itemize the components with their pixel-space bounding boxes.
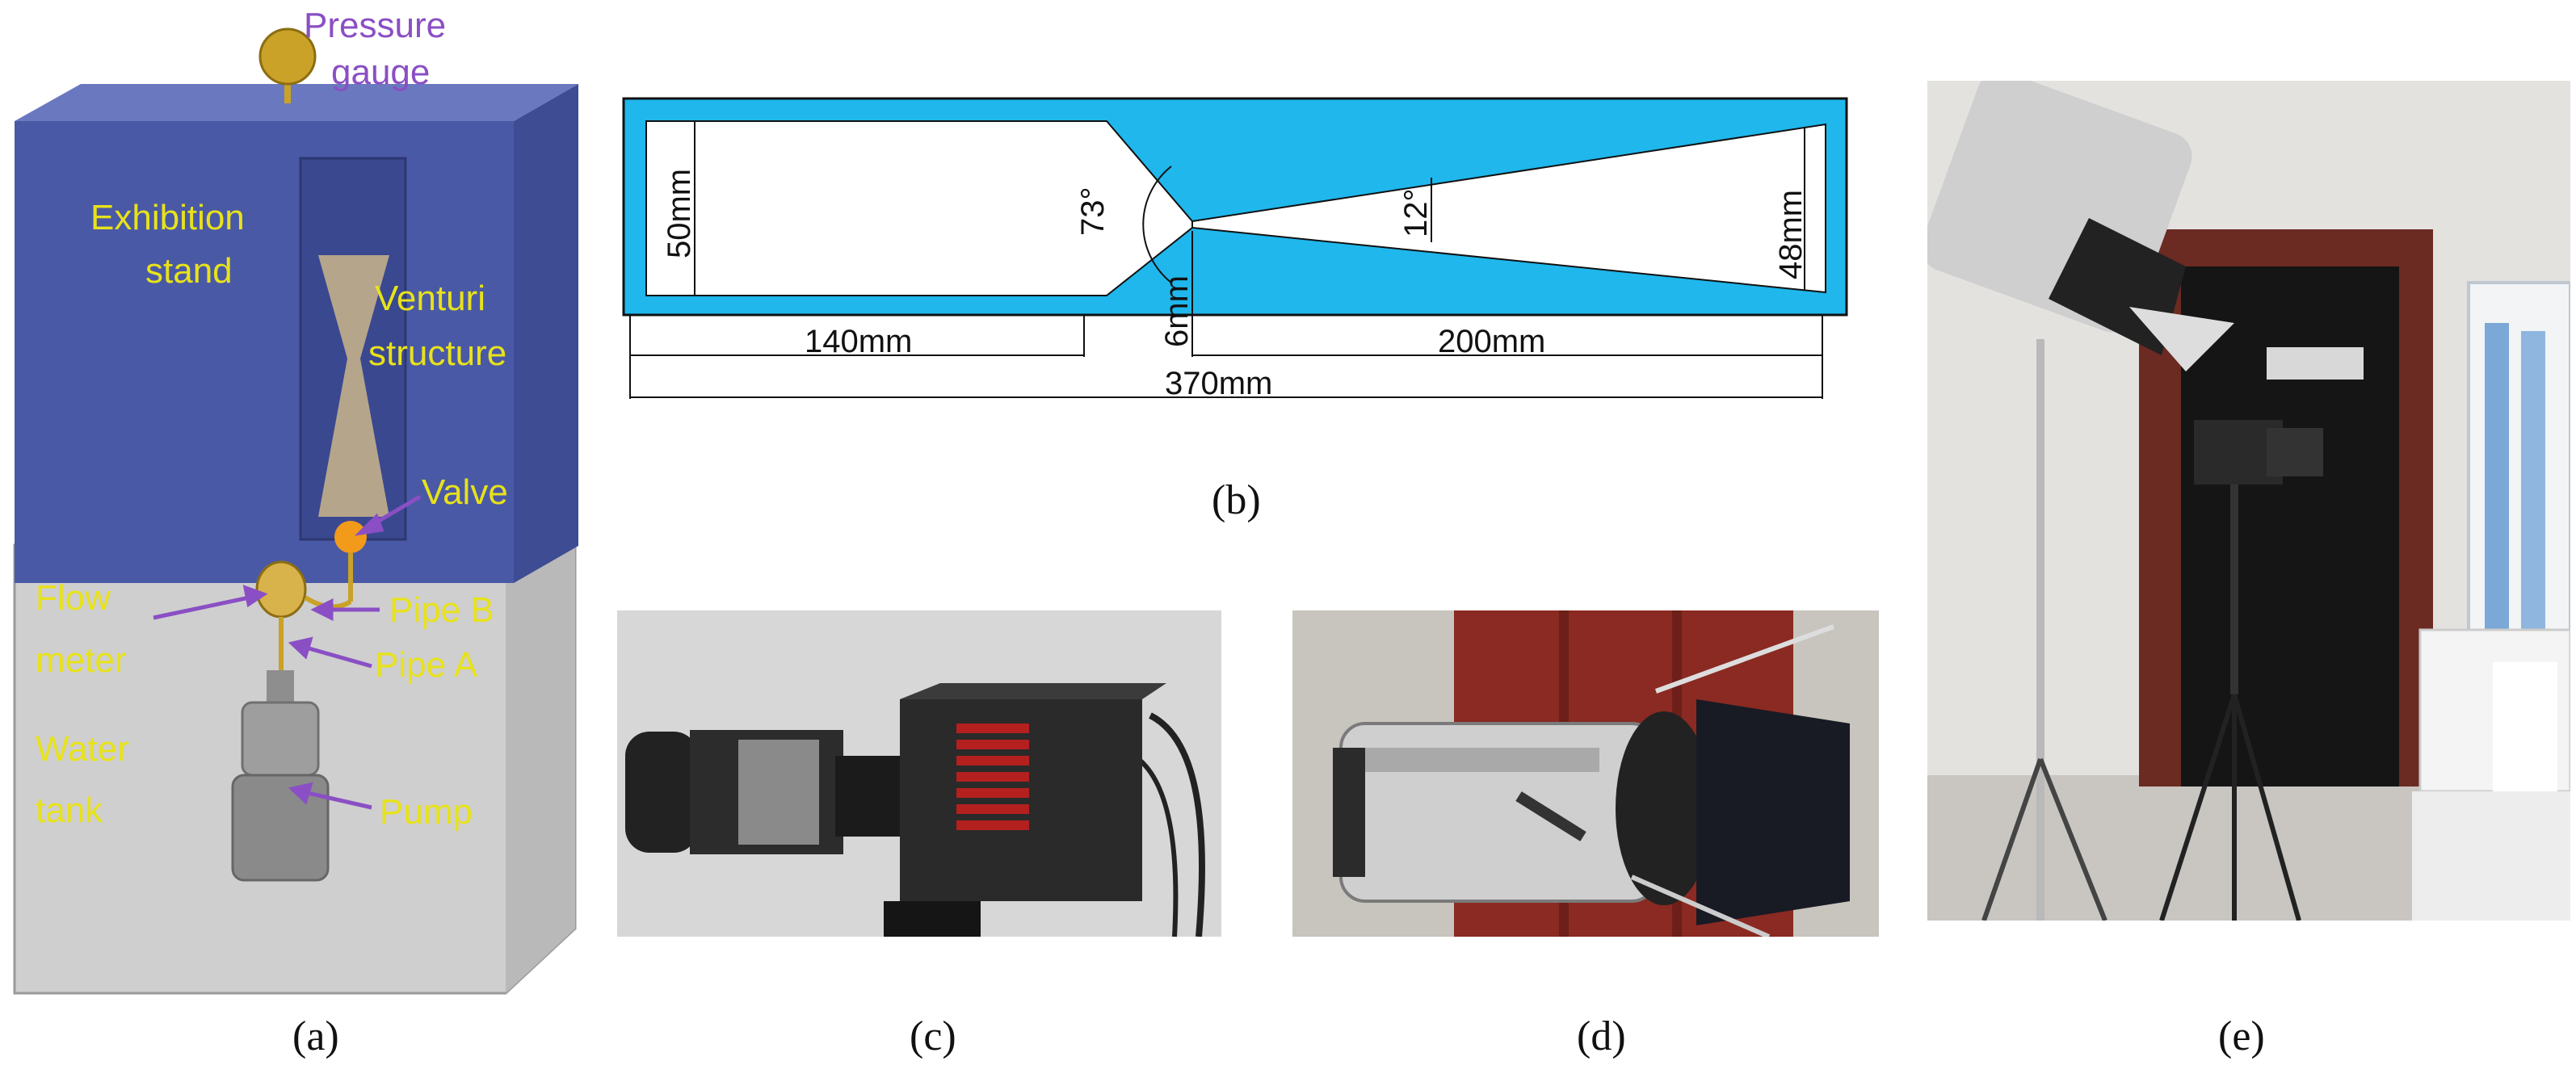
photo-light-source [1292,610,1879,937]
pressure-gauge-label-2: gauge [331,52,430,92]
photo-lab-setup [1927,81,2570,921]
valve-icon [334,521,367,553]
lab-setup-icon [1927,81,2570,921]
flow-meter-icon [255,560,307,619]
contraction-angle-arc [1142,166,1172,283]
flow-meter-label: Flow [36,578,111,618]
caption-c: (c) [910,1013,956,1059]
venturi-label-2: structure [368,333,506,373]
pressure-gauge-icon [258,27,317,86]
contraction-angle-label: 73° [1075,187,1111,237]
caption-e: (e) [2218,1013,2265,1059]
diffuser-length-label: 200mm [1438,324,1545,359]
venturi-diffuser [1191,123,1826,294]
panel-a-apparatus: Pressure gauge Exhibition stand Venturi … [0,0,598,1001]
exhibition-stand [15,121,514,583]
pipe-b-label: Pipe B [389,590,494,630]
flow-meter-label-2: meter [36,640,126,680]
caption-b: (b) [1212,477,1261,523]
water-tank-label-2: tank [36,791,103,830]
caption-a: (a) [292,1013,339,1059]
exhibition-stand-label-2: stand [145,251,233,291]
diffuser-angle-label: 12° [1398,189,1434,238]
venturi-label: Venturi [375,279,485,318]
pipe-a-label: Pipe A [375,645,478,685]
camera-icon [617,610,1221,937]
inlet-length-label: 140mm [805,324,912,359]
caption-d: (d) [1577,1013,1626,1059]
pressure-gauge-label: Pressure [304,6,446,45]
inlet-height-label: 50mm [662,169,697,258]
venturi-structure [318,255,389,517]
valve-label: Valve [422,472,508,512]
panel-b-venturi-drawing: 50mm 73° 12° 48mm 6mm 140mm 200mm 370mm [614,89,1858,428]
exhibition-stand-top [15,84,578,121]
total-length-label: 370mm [1165,366,1272,401]
throat-label: 6mm [1159,275,1195,347]
exhibition-stand-label: Exhibition [90,198,245,237]
exhibition-stand-side [514,84,578,583]
outlet-height-label: 48mm [1773,190,1809,279]
water-tank-label: Water [36,729,129,769]
venturi-dimension-drawing: 50mm 73° 12° 48mm 6mm 140mm 200mm 370mm [622,97,1848,401]
light-source-icon [1292,610,1879,937]
pump-label: Pump [380,792,473,832]
apparatus-diagram: Pressure gauge Exhibition stand Venturi … [13,6,578,995]
pump-icon [241,701,320,777]
photo-camera [617,610,1221,937]
water-tank-side [506,497,575,993]
